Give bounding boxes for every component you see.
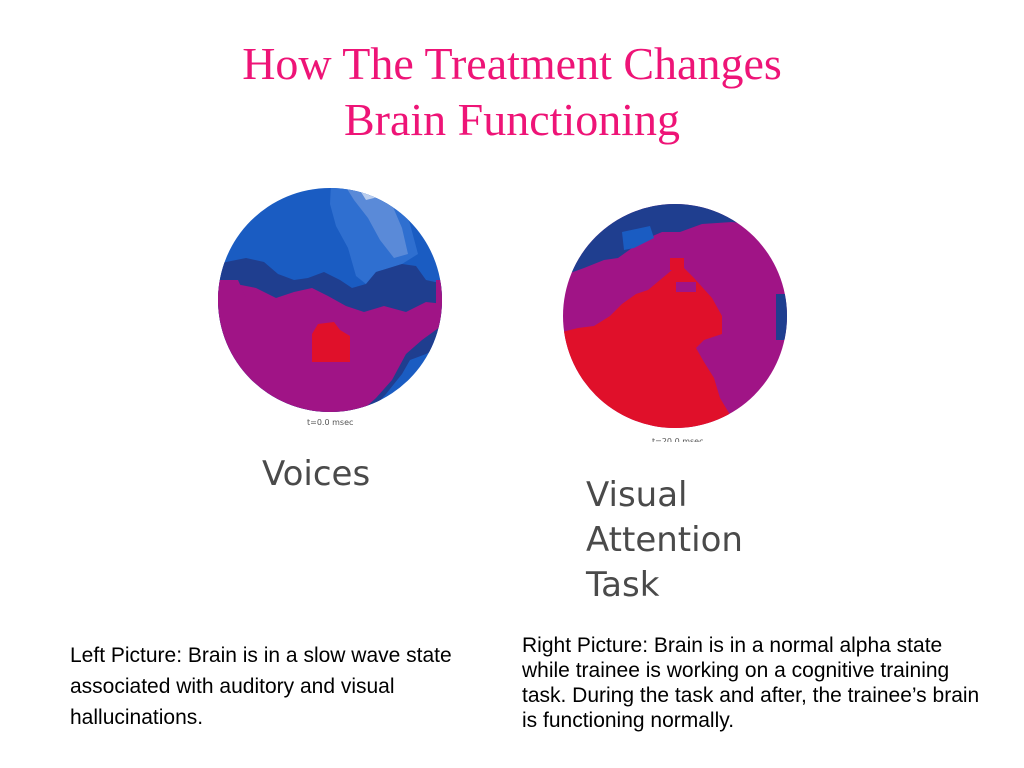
task-label-line-3: Task	[586, 565, 660, 605]
title-line-2: Brain Functioning	[343, 94, 681, 145]
visual-attention-task-label: Visual Attention Task	[586, 473, 743, 608]
task-label-line-1: Visual	[586, 475, 688, 515]
right-brain-map	[562, 198, 788, 434]
left-picture-caption: Left Picture: Brain is in a slow wave st…	[70, 644, 452, 729]
left-time-label: t=0.0 msec	[307, 418, 354, 427]
right-time-label: t=20.0 msec	[652, 437, 704, 442]
slide-title: How The Treatment Changes Brain Function…	[0, 36, 1024, 148]
title-line-1: How The Treatment Changes	[242, 38, 782, 89]
voices-label: Voices	[262, 454, 371, 494]
task-label-line-2: Attention	[586, 520, 743, 560]
left-brain-map	[216, 184, 444, 416]
right-picture-caption: Right Picture: Brain is in a normal alph…	[522, 634, 980, 732]
